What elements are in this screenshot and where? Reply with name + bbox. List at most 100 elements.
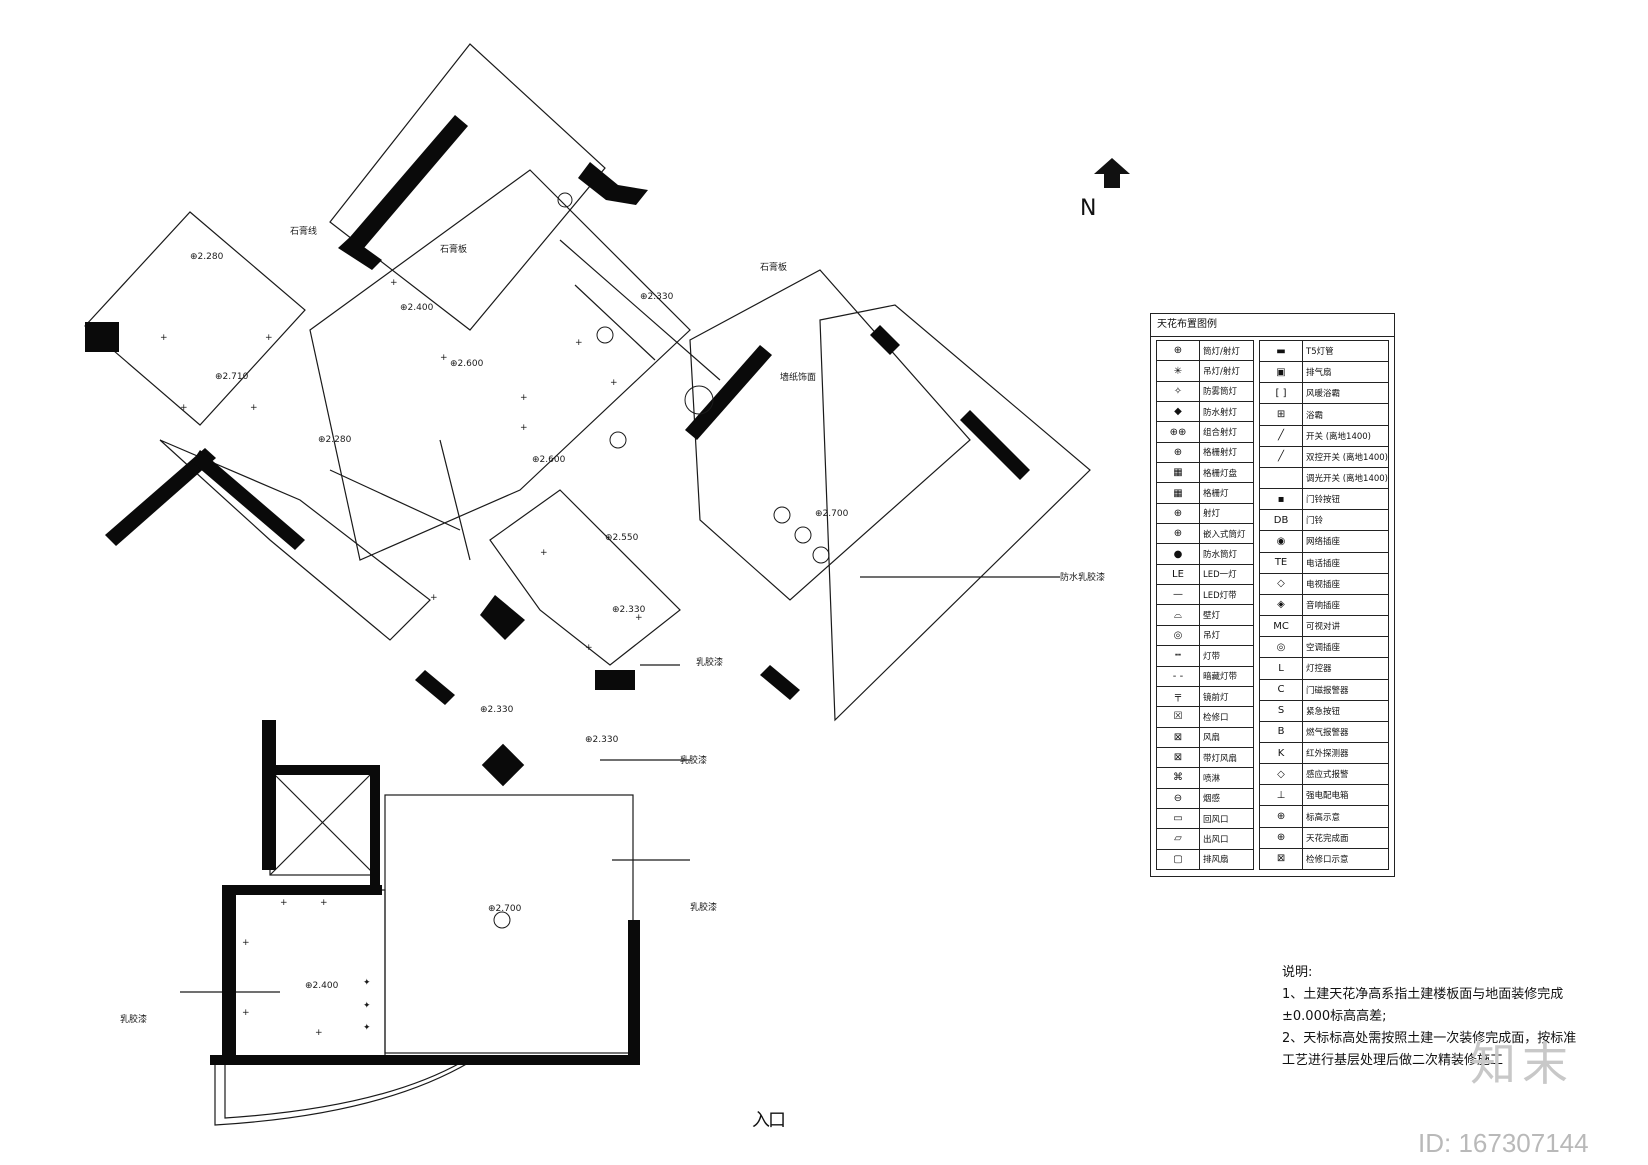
wall-bottom-right: [628, 920, 640, 1060]
svg-text:+: +: [585, 643, 593, 653]
dot-box-icon: ▪: [1260, 489, 1304, 510]
wall-left-diag: [415, 670, 455, 705]
legend-label: 感应式报警: [1306, 770, 1349, 781]
watermark-brand: 知末: [1470, 1037, 1574, 1091]
panel-icon: ⊥: [1260, 785, 1304, 806]
notes-line: ±0.000标高高差;: [1282, 1009, 1387, 1024]
column-block: [481, 743, 525, 787]
legend-row: ╱开关 (离地1400): [1260, 425, 1388, 447]
legend-row: ▪门铃按钮: [1260, 489, 1388, 511]
legend-label: 调光开关 (离地1400): [1306, 474, 1388, 485]
svg-text:+: +: [160, 333, 168, 343]
wall-mid-right: [685, 345, 772, 440]
svg-text:+: +: [610, 378, 618, 388]
svg-text:+: +: [315, 1028, 323, 1038]
legend-label: 开关 (离地1400): [1306, 431, 1371, 442]
wall-lower-left: [222, 885, 236, 1065]
switch-icon: ╱: [1260, 425, 1304, 446]
legend-label: 红外探测器: [1306, 749, 1349, 760]
wall-far-right: [960, 410, 1030, 480]
grid-box-icon: ▦: [1157, 463, 1200, 483]
svg-text:+: +: [520, 423, 528, 433]
supply-icon: ▱: [1157, 829, 1200, 849]
circle-box-icon: ◎: [1260, 637, 1304, 658]
light-fixture: [596, 326, 614, 344]
legend-label: 格栅灯盘: [1203, 468, 1238, 479]
legend-label: 燃气报警器: [1306, 727, 1349, 738]
outline-upper-left: [84, 211, 306, 426]
legend-label: 格栅射灯: [1203, 448, 1238, 459]
svg-text:⊕2.330: ⊕2.330: [612, 605, 646, 615]
circle-cross-icon: ⊕: [1157, 524, 1200, 544]
smoke-icon: ⊖: [1157, 788, 1200, 808]
legend-row: ◇电视插座: [1260, 573, 1388, 595]
grid-box-icon: ▦: [1157, 483, 1200, 503]
wall-door: [595, 670, 635, 690]
svg-text:墙纸饰面: 墙纸饰面: [780, 371, 816, 383]
svg-text:⊕2.280: ⊕2.280: [318, 435, 352, 445]
legend-row: ⌘喷淋: [1157, 768, 1254, 789]
legend-column-left: ⊕筒灯/射灯✳吊灯/射灯✧防雾筒灯◆防水射灯⊕⊕组合射灯⊕格栅射灯▦格栅灯盘▦格…: [1156, 340, 1255, 870]
legend-row: ⊕嵌入式筒灯: [1157, 524, 1254, 545]
wall-top-right: [578, 162, 648, 205]
legend-label: 射灯: [1203, 509, 1221, 520]
svg-text:乳胶漆: 乳胶漆: [690, 901, 717, 913]
legend-label: 灯带: [1203, 651, 1221, 662]
exhaust-box-icon: ▣: [1260, 362, 1304, 383]
svg-text:⊕2.330: ⊕2.330: [480, 705, 514, 715]
legend-row: ▱出风口: [1157, 829, 1254, 850]
notes-line: 1、土建天花净高系指土建楼板面与地面装修完成: [1282, 987, 1564, 1002]
light-fixture: [794, 526, 812, 544]
svg-text:⊕2.710: ⊕2.710: [215, 372, 249, 382]
watermark-id: ID: 167307144: [1418, 1128, 1589, 1158]
svg-text:石膏板: 石膏板: [440, 243, 467, 255]
dual-switch-icon: ╱: [1260, 446, 1304, 467]
db-box-icon: DB: [1260, 510, 1304, 531]
svg-text:⊕2.280: ⊕2.280: [190, 252, 224, 262]
legend-label: 强电配电箱: [1306, 791, 1349, 802]
chandelier-icon: ◎: [1157, 625, 1200, 646]
legend-row: ▦格栅灯: [1157, 483, 1254, 504]
legend-label: 天花完成面: [1306, 833, 1349, 844]
legend-label: 电视插座: [1306, 579, 1341, 590]
design-notes: 说明: 1、土建天花净高系指土建楼板面与地面装修完成 ±0.000标高高差; 2…: [1282, 962, 1582, 1072]
legend-label: 网络插座: [1306, 537, 1341, 548]
notes-line: 工艺进行基层处理后做二次精装修施工: [1282, 1053, 1504, 1068]
heater-icon: ⊞: [1260, 404, 1304, 425]
legend-row: - -暗藏灯带: [1157, 666, 1254, 687]
legend-label: 可视对讲: [1306, 622, 1341, 633]
legend-row: ⊖烟感: [1157, 788, 1254, 809]
diamond-box-icon: ◈: [1260, 594, 1304, 616]
level2-icon: ⊕: [1260, 827, 1304, 848]
svg-text:防水乳胶漆: 防水乳胶漆: [1060, 571, 1105, 583]
svg-text:+: +: [635, 613, 643, 623]
legend-row: ⊕天花完成面: [1260, 827, 1388, 849]
legend-label: 检修口: [1203, 712, 1229, 723]
legend-label: 格栅灯: [1203, 489, 1229, 500]
strip-icon: ▬: [1260, 341, 1304, 362]
legend-row: ▢排风扇: [1157, 849, 1253, 869]
svg-text:+: +: [540, 548, 548, 558]
legend-label: 出风口: [1203, 834, 1229, 845]
s-box-icon: S: [1260, 700, 1304, 721]
legend-label: 门铃按钮: [1306, 495, 1341, 506]
svg-text:⊕2.550: ⊕2.550: [605, 533, 639, 543]
legend-label: 镜前灯: [1203, 692, 1229, 703]
legend-row: ◈音响插座: [1260, 594, 1388, 617]
legend-row: ✳吊灯/射灯: [1157, 361, 1254, 382]
legend-row: ✧防雾筒灯: [1157, 381, 1254, 403]
dashed-double-line-icon: ┅: [1157, 646, 1200, 666]
legend-label: 吊灯: [1203, 631, 1221, 642]
wall-lamp-icon: ⌓: [1157, 605, 1200, 625]
legend-label: 标高示意: [1306, 812, 1341, 823]
legend-label: 嵌入式筒灯: [1203, 529, 1246, 540]
legend-row: ⌓壁灯: [1157, 605, 1254, 626]
vent-icon: ▭: [1157, 808, 1200, 829]
notes-line: 2、天标标高处需按照土建一次装修完成面，按标准: [1282, 1031, 1577, 1046]
k-box-icon: K: [1260, 742, 1304, 764]
x-box-icon: ☒: [1157, 707, 1200, 727]
